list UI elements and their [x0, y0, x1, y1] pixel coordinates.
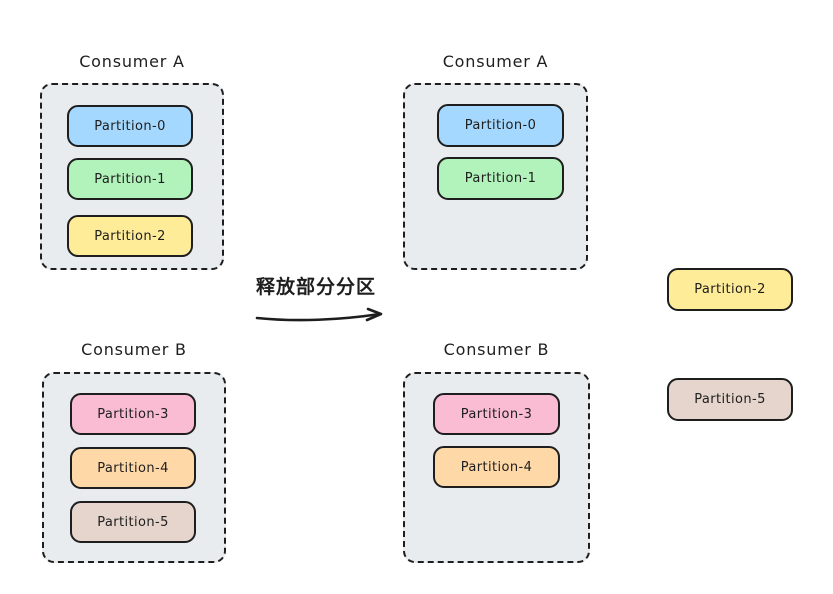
after-consumer-a-title: Consumer A: [442, 52, 549, 71]
chip-after-b-partition-3: Partition-3: [433, 393, 560, 435]
before-consumer-a-title: Consumer A: [79, 52, 185, 71]
chip-label: Partition-0: [94, 118, 166, 134]
chip-label: Partition-2: [94, 228, 166, 244]
chip-before-b-partition-3: Partition-3: [70, 393, 196, 435]
chip-label: Partition-1: [464, 171, 537, 186]
chip-released-partition-5: Partition-5: [667, 378, 793, 421]
chip-label: Partition-2: [694, 282, 766, 297]
chip-label: Partition-5: [97, 514, 169, 530]
chip-label: Partition-1: [94, 171, 166, 187]
chip-label: Partition-3: [97, 406, 169, 422]
chip-label: Partition-0: [464, 118, 537, 133]
chip-label: Partition-4: [97, 460, 169, 476]
after-consumer-b-title: Consumer B: [443, 340, 550, 359]
chip-before-a-partition-1: Partition-1: [67, 158, 193, 200]
chip-before-b-partition-4: Partition-4: [70, 447, 196, 489]
chip-released-partition-2: Partition-2: [667, 268, 793, 311]
before-consumer-b-title: Consumer B: [81, 340, 187, 359]
chip-label: Partition-4: [460, 459, 533, 475]
chip-before-a-partition-2: Partition-2: [67, 215, 193, 257]
chip-after-a-partition-1: Partition-1: [437, 157, 564, 200]
chip-before-b-partition-5: Partition-5: [70, 501, 196, 543]
chip-before-a-partition-0: Partition-0: [67, 105, 193, 147]
arrow-label: 释放部分分区: [256, 276, 377, 298]
right-arrow-icon: [255, 307, 383, 322]
chip-after-b-partition-4: Partition-4: [433, 446, 560, 488]
chip-after-a-partition-0: Partition-0: [437, 104, 564, 147]
chip-label: Partition-3: [460, 406, 533, 422]
chip-label: Partition-5: [694, 392, 766, 407]
